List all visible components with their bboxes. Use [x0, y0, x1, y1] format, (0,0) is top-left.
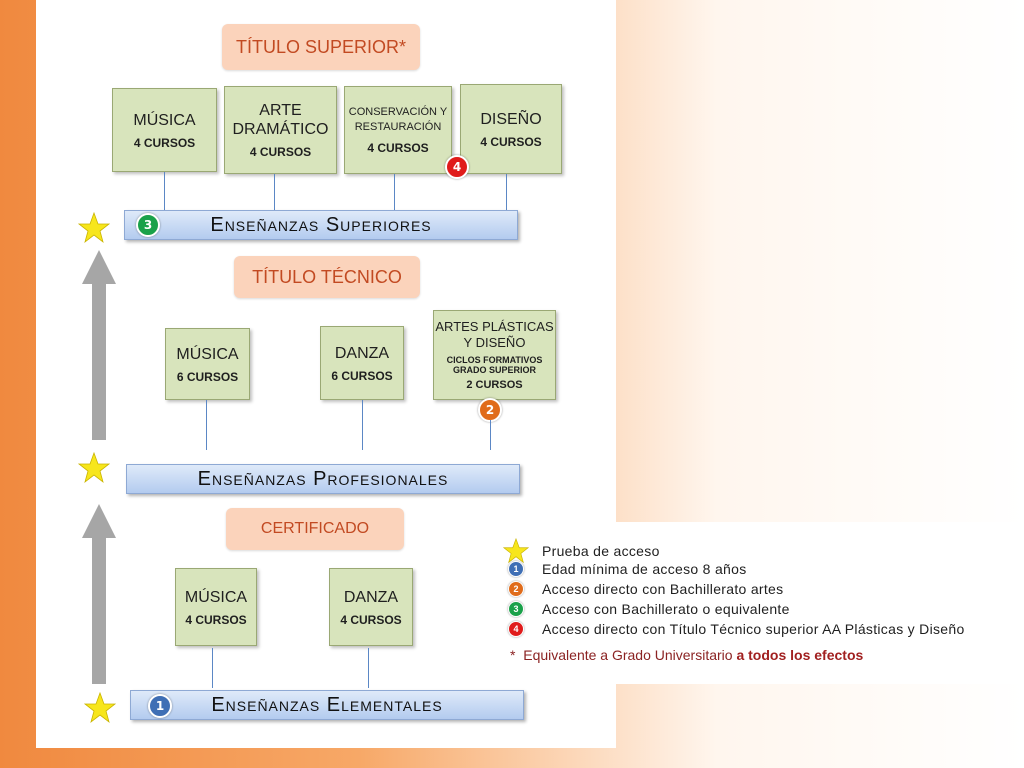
legend-text: Acceso con Bachillerato o equivalente [542, 601, 790, 617]
course-count: 4 CURSOS [133, 135, 196, 150]
legend-note: * Equivalente a Grado Universitario a to… [510, 647, 863, 663]
course-name: ARTE DRAMÁTICO [232, 102, 329, 138]
badge-3: 3 [136, 213, 160, 237]
course-name: DANZA [334, 344, 390, 362]
legend-item: 3 Acceso con Bachillerato o equivalente [496, 601, 790, 617]
connector-line [362, 400, 363, 450]
note-asterisk: * [510, 647, 516, 663]
course-name: MÚSICA [176, 345, 239, 363]
note-text: Equivalente a Grado Universitario [523, 647, 733, 663]
legend-item: 4 Acceso directo con Título Técnico supe… [496, 621, 965, 637]
course-subtitle: CICLOS FORMATIVOS GRADO SUPERIOR [446, 355, 543, 375]
arrow-up-icon [82, 250, 116, 440]
legend: Prueba de acceso 1 Edad mínima de acceso… [496, 522, 1024, 684]
title-tecnico: TÍTULO TÉCNICO [234, 256, 420, 298]
badge-3: 3 [508, 601, 524, 617]
star-icon [78, 452, 110, 484]
legend-item: 2 Acceso directo con Bachillerato artes [496, 581, 783, 597]
connector-line [212, 648, 213, 688]
course-superior-diseno: DISEÑO 4 CURSOS [460, 84, 562, 174]
badge-2: 2 [478, 398, 502, 422]
course-name: MÚSICA [184, 588, 248, 606]
course-count: 4 CURSOS [340, 612, 402, 627]
connector-line [164, 172, 165, 210]
connector-line [394, 174, 395, 210]
badge-1: 1 [148, 694, 172, 718]
connector-line [490, 420, 491, 450]
course-count: 4 CURSOS [185, 612, 247, 627]
connector-line [506, 174, 507, 210]
course-count: 6 CURSOS [176, 369, 239, 384]
course-count: 4 CURSOS [249, 145, 312, 159]
level-bar-superiores: Enseñanzas Superiores [124, 210, 518, 240]
level-bar-profesionales: Enseñanzas Profesionales [126, 464, 520, 494]
level-bar-elementales: Enseñanzas Elementales [130, 690, 524, 720]
title-superior: TÍTULO SUPERIOR* [222, 24, 420, 70]
course-name: ARTES PLÁSTICAS Y DISEÑO [435, 319, 554, 350]
legend-text: Edad mínima de acceso 8 años [542, 561, 747, 577]
course-count: 4 CURSOS [480, 134, 542, 149]
legend-item: 1 Edad mínima de acceso 8 años [496, 561, 747, 577]
course-elemental-musica: MÚSICA 4 CURSOS [175, 568, 257, 646]
course-elemental-danza: DANZA 4 CURSOS [329, 568, 413, 646]
star-icon [503, 538, 529, 564]
course-superior-conservacion: CONSERVACIÓN Y RESTAURACIÓN 4 CURSOS [344, 86, 452, 174]
legend-item: Prueba de acceso [496, 538, 660, 564]
connector-line [274, 174, 275, 210]
star-icon [78, 212, 110, 244]
course-name: DISEÑO [480, 110, 542, 128]
course-count: 2 CURSOS [466, 379, 523, 391]
star-icon [84, 692, 116, 724]
note-bold: a todos los efectos [736, 647, 864, 663]
course-name: CONSERVACIÓN Y RESTAURACIÓN [348, 106, 448, 133]
connector-line [368, 648, 369, 688]
course-superior-musica: MÚSICA 4 CURSOS [112, 88, 217, 172]
badge-4: 4 [508, 621, 524, 637]
course-count: 4 CURSOS [367, 141, 429, 155]
legend-text: Prueba de acceso [542, 543, 660, 559]
course-superior-arte-dramatico: ARTE DRAMÁTICO 4 CURSOS [224, 86, 337, 174]
legend-text: Acceso directo con Bachillerato artes [542, 581, 784, 597]
title-certificado: CERTIFICADO [226, 508, 404, 550]
connector-line [206, 400, 207, 450]
legend-text: Acceso directo con Título Técnico superi… [542, 621, 965, 637]
badge-1: 1 [508, 561, 524, 577]
course-name: DANZA [343, 588, 399, 606]
course-count: 6 CURSOS [331, 368, 393, 383]
badge-4: 4 [445, 155, 469, 179]
course-tecnico-musica: MÚSICA 6 CURSOS [165, 328, 250, 400]
badge-2: 2 [508, 581, 524, 597]
arrow-up-icon [82, 504, 116, 684]
course-name: MÚSICA [133, 111, 196, 129]
course-tecnico-danza: DANZA 6 CURSOS [320, 326, 404, 400]
course-tecnico-artes-plasticas: ARTES PLÁSTICAS Y DISEÑO CICLOS FORMATIV… [433, 310, 556, 400]
